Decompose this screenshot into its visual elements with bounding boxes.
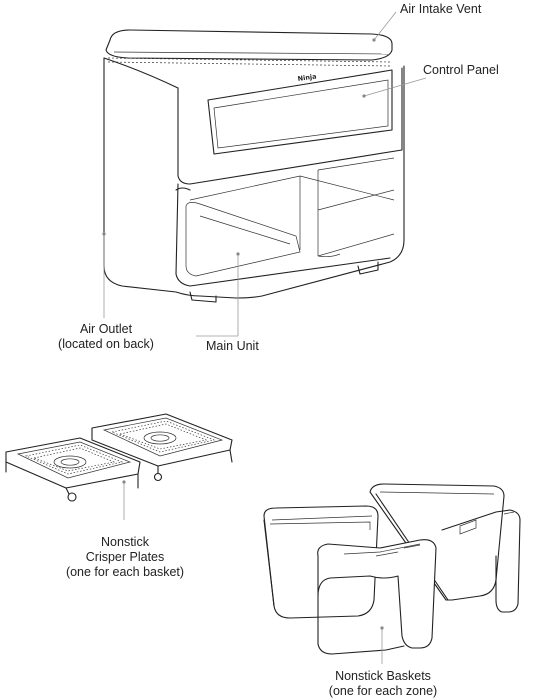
- crisper-plates-line1: Nonstick: [101, 535, 149, 549]
- control-panel-display: [207, 69, 393, 155]
- crisper-plates-line3: (one for each basket): [65, 565, 185, 579]
- air-intake-vent-slots: [107, 57, 391, 67]
- air-outlet-title: Air Outlet: [79, 322, 133, 336]
- nonstick-baskets-line1: Nonstick Baskets: [335, 669, 431, 683]
- crisper-plates-label: Nonstick Crisper Plates (one for each ba…: [50, 535, 200, 580]
- nonstick-baskets-label: Nonstick Baskets (one for each zone): [310, 669, 456, 699]
- crisper-plate-front: [5, 437, 141, 502]
- crisper-plates-line2: Crisper Plates: [85, 550, 165, 564]
- leader-line-baskets: [380, 626, 384, 664]
- air-outlet-note: (located on back): [58, 337, 154, 351]
- air-intake-vent-label: Air Intake Vent: [400, 2, 482, 16]
- control-panel-label: Control Panel: [423, 63, 499, 77]
- crisper-plate-back: [91, 413, 233, 482]
- nonstick-baskets-line2: (one for each zone): [328, 684, 438, 698]
- main-unit-label: Main Unit: [206, 339, 259, 353]
- leader-lines-main: [102, 11, 427, 337]
- main-unit-illustration: Ninja: [103, 29, 405, 303]
- ninja-logo: Ninja: [297, 72, 317, 83]
- air-outlet-label: Air Outlet (located on back): [44, 322, 168, 352]
- leader-line-crisper: [122, 480, 126, 520]
- basket-front: [263, 505, 437, 655]
- basket-back: [369, 483, 521, 613]
